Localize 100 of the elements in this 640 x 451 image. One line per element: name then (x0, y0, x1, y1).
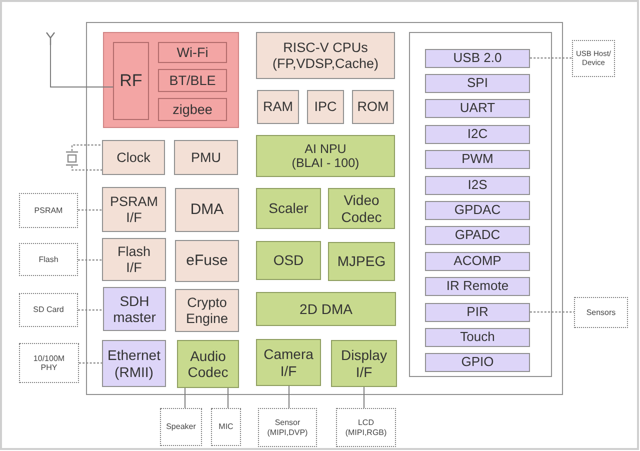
module-label: ACOMP (454, 254, 502, 269)
module-label: Flash I/F (117, 244, 150, 276)
module-label: ROM (357, 99, 389, 115)
module-label: Crypto Engine (186, 294, 228, 326)
module-block (113, 42, 149, 120)
module-block (425, 200, 530, 220)
module-label: USB 2.0 (453, 50, 502, 66)
device-label: 10/100M PHY (33, 354, 65, 372)
module-block (158, 69, 227, 92)
external-device-box (160, 408, 202, 446)
device-label: Sensors (586, 308, 616, 318)
external-device-box (19, 293, 78, 327)
module-label: Video Codec (341, 192, 382, 225)
device-label: SD Card (33, 305, 64, 315)
module-block (158, 98, 227, 121)
module-block (102, 340, 166, 387)
module-block (425, 150, 530, 170)
module-label: PMU (191, 150, 221, 166)
module-label: Touch (460, 330, 495, 345)
module-block (256, 339, 321, 386)
module-block (174, 140, 238, 175)
module-block (352, 90, 394, 124)
module-label: PWM (462, 152, 494, 168)
module-label: PSRAM I/F (110, 194, 158, 226)
module-label: Wi-Fi (176, 44, 208, 60)
module-block (425, 277, 530, 296)
module-block (177, 340, 239, 388)
external-device-box (211, 408, 241, 446)
module-label: eFuse (186, 252, 228, 270)
module-block (102, 140, 165, 175)
external-device-box (19, 243, 78, 276)
module-label: RISC-V CPUs (FP,VDSP,Cache) (271, 40, 380, 72)
crystal-icon (66, 151, 78, 166)
module-block (425, 302, 530, 322)
module-label: IR Remote (446, 279, 509, 294)
module-label: SDH master (113, 292, 156, 326)
module-block (328, 242, 395, 281)
device-label: PSRAM (34, 206, 63, 216)
module-label: Camera I/F (264, 346, 314, 379)
module-label: GPIO (461, 355, 494, 370)
module-label: GPADC (454, 228, 500, 244)
module-label: OSD (273, 252, 304, 269)
module-block (175, 240, 239, 282)
rf-subsystem-panel (103, 32, 239, 128)
module-label: GPDAC (454, 202, 501, 218)
device-label: Speaker (166, 422, 196, 432)
module-block (425, 48, 530, 68)
module-label: IPC (314, 99, 337, 115)
antenna-icon (46, 32, 55, 45)
module-label: RF (120, 71, 142, 91)
module-block (331, 340, 397, 387)
module-block (425, 226, 530, 246)
module-block (256, 32, 395, 79)
module-block (328, 188, 395, 229)
module-label: Audio Codec (188, 348, 228, 380)
module-block (102, 187, 166, 232)
module-block (425, 328, 530, 347)
module-block (175, 188, 239, 232)
module-block (425, 252, 530, 271)
module-label: Scaler (268, 200, 308, 217)
module-block (103, 287, 166, 331)
connector-line (78, 362, 102, 364)
connector-line (72, 166, 102, 170)
external-device-box (572, 40, 615, 77)
external-device-box (19, 193, 78, 228)
module-block (425, 176, 530, 194)
module-label: PIR (466, 304, 488, 320)
module-block (257, 90, 299, 124)
connector-line (50, 44, 114, 88)
module-label: MJPEG (337, 253, 386, 270)
module-block (425, 124, 530, 144)
connector-line (288, 386, 290, 408)
module-label: Clock (116, 150, 150, 166)
module-block (256, 241, 321, 280)
module-block (425, 74, 530, 93)
external-device-box (19, 343, 79, 383)
module-label: I2S (468, 178, 488, 192)
connector-line (72, 144, 102, 152)
module-block (425, 99, 530, 118)
module-label: zigbee (172, 102, 212, 118)
device-label: LCD (MIPI,RGB) (344, 418, 388, 437)
module-block (256, 292, 396, 326)
device-label: MIC (218, 422, 234, 432)
external-device-box (336, 408, 396, 447)
module-label: RAM (263, 99, 293, 115)
module-label: AI NPU (BLAI - 100) (290, 142, 360, 170)
module-label: SPI (467, 76, 488, 91)
external-device-box (574, 297, 628, 328)
module-block (307, 90, 344, 124)
external-device-box (258, 408, 317, 447)
peripheral-panel (409, 32, 552, 377)
module-label: UART (460, 101, 496, 116)
module-label: 2D DMA (300, 300, 352, 318)
module-block (102, 238, 166, 281)
module-block (256, 135, 395, 177)
module-label: I2C (467, 126, 488, 142)
connector-line (184, 388, 186, 408)
module-label: Ethernet (RMII) (108, 347, 160, 380)
chip-outline (86, 22, 563, 395)
module-block (158, 42, 227, 63)
